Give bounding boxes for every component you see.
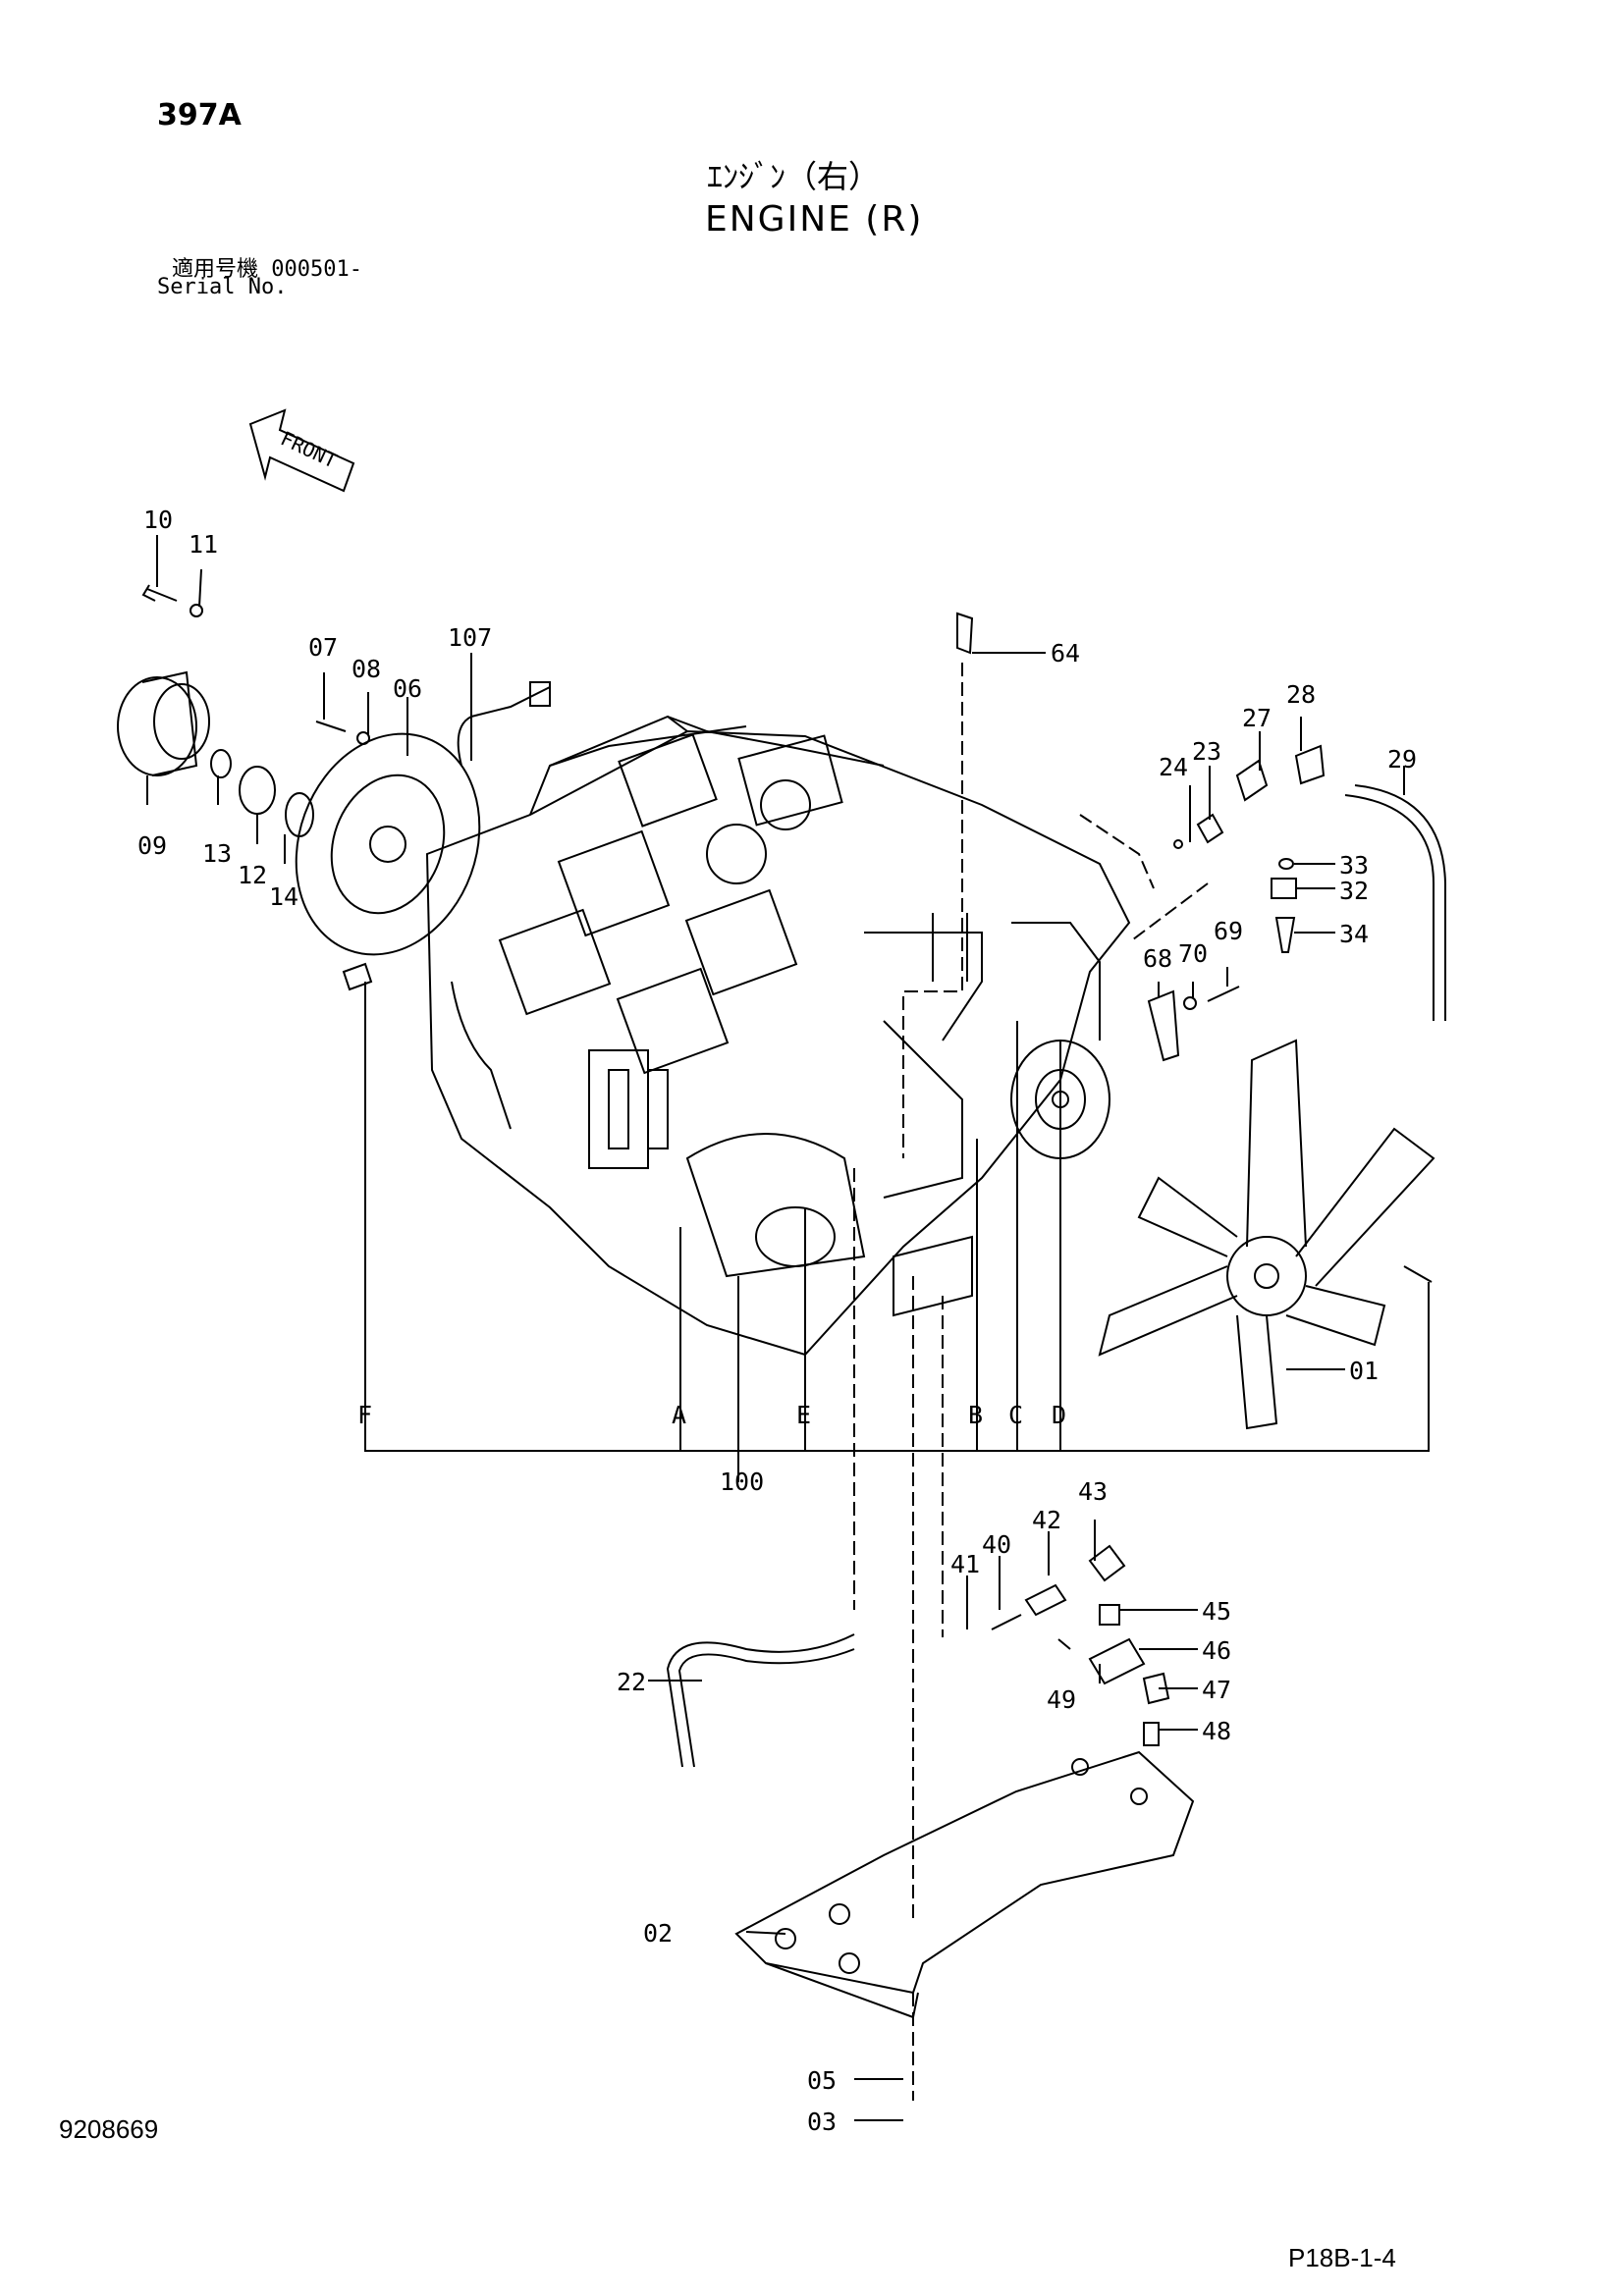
callout-45: 45 xyxy=(1202,1597,1231,1626)
bolt-69 xyxy=(1207,986,1240,1002)
fitting-64 xyxy=(956,612,974,655)
callout-68: 68 xyxy=(1143,944,1172,973)
callout-06: 06 xyxy=(393,674,422,703)
callout-10: 10 xyxy=(143,506,173,534)
hose-29 xyxy=(1344,794,1435,1021)
callout-107: 107 xyxy=(448,623,492,652)
ref-letter-e: E xyxy=(796,1401,811,1429)
page-reference: P18B-1-4 xyxy=(1288,2243,1396,2272)
page-title-japanese: ｴﾝｼﾞﾝ（右） xyxy=(707,158,881,195)
connector-part xyxy=(529,681,551,707)
callout-13: 13 xyxy=(202,839,232,868)
flywheel-housing xyxy=(117,670,210,776)
sensor-f xyxy=(342,962,373,991)
serial-label: Serial No. xyxy=(157,275,288,299)
callout-49: 49 xyxy=(1047,1685,1076,1714)
ref-letter-d: D xyxy=(1052,1401,1066,1429)
callout-64: 64 xyxy=(1051,639,1080,667)
callout-28: 28 xyxy=(1286,680,1316,709)
o-ring-part xyxy=(210,749,232,778)
callout-27: 27 xyxy=(1242,704,1272,732)
serial-range: 000501- xyxy=(271,257,362,282)
flywheel xyxy=(295,732,481,956)
callout-22: 22 xyxy=(617,1668,646,1696)
callout-70: 70 xyxy=(1178,939,1208,968)
callout-03: 03 xyxy=(807,2108,837,2136)
callout-01: 01 xyxy=(1349,1357,1379,1385)
engine-mount-bracket xyxy=(734,1750,1195,2019)
callout-100: 100 xyxy=(720,1468,764,1496)
plug-32 xyxy=(1271,878,1297,899)
callout-32: 32 xyxy=(1339,877,1369,905)
callout-48: 48 xyxy=(1202,1717,1231,1745)
document-number: 9208669 xyxy=(59,2114,159,2144)
engine-block xyxy=(425,715,1131,1357)
callout-08: 08 xyxy=(352,655,381,683)
callout-47: 47 xyxy=(1202,1676,1231,1704)
sensor-34 xyxy=(1274,917,1296,953)
washer-08 xyxy=(356,731,370,745)
bolt-07 xyxy=(315,721,347,732)
fan-bolt xyxy=(1403,1265,1433,1283)
page-title: ENGINE (R) xyxy=(705,199,924,240)
ref-letter-a: A xyxy=(672,1401,686,1429)
cooling-fan xyxy=(1098,1039,1435,1430)
callout-14: 14 xyxy=(269,882,298,911)
front-arrow-icon: FRONT xyxy=(248,408,355,493)
page-id: 397A xyxy=(157,98,242,133)
washer-70 xyxy=(1183,996,1197,1010)
callout-24: 24 xyxy=(1159,753,1188,781)
callout-02: 02 xyxy=(643,1919,673,1948)
serial-label-japanese: 適用号機 xyxy=(172,257,259,282)
callout-11: 11 xyxy=(189,530,218,559)
reference-bracket xyxy=(364,982,1430,1452)
callout-33: 33 xyxy=(1339,851,1369,880)
callout-34: 34 xyxy=(1339,920,1369,948)
callout-09: 09 xyxy=(137,831,167,860)
ref-letter-b: B xyxy=(968,1401,983,1429)
callout-40: 40 xyxy=(982,1530,1011,1559)
bracket-68 xyxy=(1147,989,1180,1062)
o-ring-33 xyxy=(1278,858,1294,870)
callout-69: 69 xyxy=(1214,917,1243,945)
ref-letter-c: C xyxy=(1008,1401,1023,1429)
callout-05: 05 xyxy=(807,2066,837,2095)
callout-29: 29 xyxy=(1387,745,1417,774)
callout-41: 41 xyxy=(950,1550,980,1578)
callout-23: 23 xyxy=(1192,737,1221,766)
serial-line: 適用号機 000501- xyxy=(172,251,362,283)
fitting-28 xyxy=(1294,744,1326,785)
callout-43: 43 xyxy=(1078,1477,1108,1506)
seal-part xyxy=(239,766,276,815)
callout-07: 07 xyxy=(308,633,338,662)
washer-11 xyxy=(189,604,203,617)
fitting-27 xyxy=(1235,759,1269,802)
o-ring-24 xyxy=(1173,839,1183,849)
ref-letter-f: F xyxy=(357,1401,372,1429)
bolt-10 xyxy=(141,584,178,602)
fitting-23 xyxy=(1196,813,1224,844)
hose-22 xyxy=(666,1633,855,1768)
callout-46: 46 xyxy=(1202,1636,1231,1665)
callout-42: 42 xyxy=(1032,1506,1061,1534)
fittings-group xyxy=(991,1544,1170,1746)
callout-12: 12 xyxy=(238,861,267,889)
